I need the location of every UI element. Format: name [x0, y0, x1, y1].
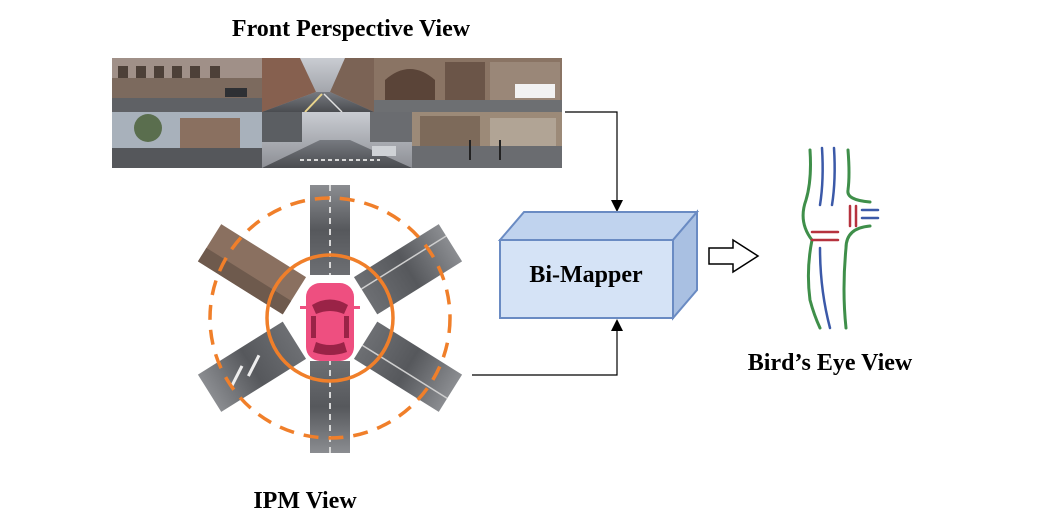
ipm-view-title: IPM View	[253, 488, 357, 514]
ipm-strip-back-right	[353, 321, 463, 412]
car-icon	[300, 283, 360, 361]
bev-crosswalk-bottom	[810, 230, 840, 242]
front-perspective-title: Front Perspective View	[231, 16, 471, 42]
bev-crosswalk-right	[848, 204, 858, 228]
arrow-ipm-to-mapper	[472, 319, 623, 376]
camera-image-back-right	[412, 112, 562, 168]
outer-dashed-ring	[208, 196, 452, 440]
ipm-view	[197, 185, 463, 453]
bev-divider-1	[818, 146, 824, 207]
bev-crossing-h	[860, 208, 880, 220]
camera-image-back-left	[112, 112, 262, 168]
arrow-camera-to-mapper	[565, 111, 623, 212]
front-camera-mosaic	[112, 58, 562, 168]
bev-boundary-right-bottom	[842, 224, 872, 330]
bi-mapper-label: Bi-Mapper	[529, 262, 643, 288]
bi-mapper-box	[497, 209, 700, 321]
camera-image-front-left	[112, 58, 262, 112]
bev-boundary-right-top	[846, 148, 872, 204]
bev-divider-2	[830, 146, 836, 207]
ipm-strip-back-left	[197, 321, 307, 412]
arrow-icon	[708, 238, 760, 274]
camera-image-front-right	[374, 58, 562, 112]
birds-eye-view-title: Bird’s Eye View	[747, 350, 913, 376]
camera-image-back	[262, 112, 412, 168]
bev-divider-3	[818, 246, 832, 330]
camera-image-front	[262, 58, 374, 113]
inner-ring	[265, 253, 395, 383]
bev-map	[801, 146, 880, 330]
ipm-strip-front-right	[353, 224, 463, 315]
